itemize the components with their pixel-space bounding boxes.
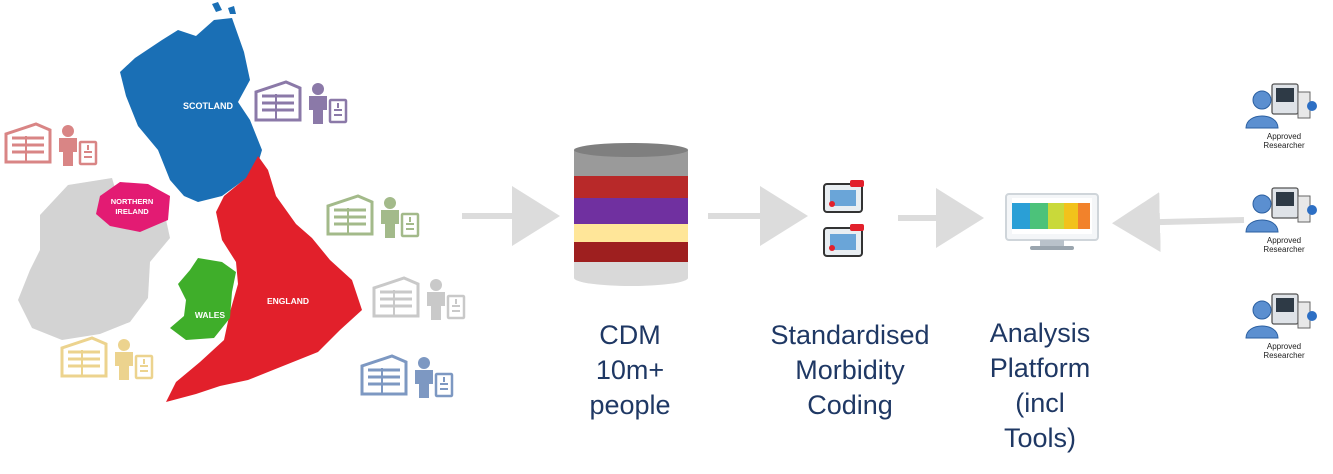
gp-practice-icon [254, 80, 348, 126]
gp-practice-icon [4, 122, 98, 168]
northern-ireland-label-line1: NORTHERN [111, 197, 154, 206]
platform-caption-line: Platform [989, 353, 1091, 383]
gp-practice-icon [360, 354, 454, 400]
researcher-label-line1: Approved [1266, 132, 1302, 141]
coding-caption-line: Standardised [770, 320, 930, 350]
researcher-label: Approved Researcher [1254, 236, 1314, 254]
researcher-label-line2: Researcher [1263, 141, 1305, 150]
gp-practice-icon [60, 336, 154, 382]
gp-practice-icon [326, 194, 420, 240]
coding-caption-line: Coding [807, 390, 893, 420]
england-label: ENGLAND [267, 296, 309, 306]
platform-caption-line: (incl [1015, 388, 1065, 418]
platform-caption: Analysis Platform (incl Tools) [970, 316, 1110, 456]
gp-practice-icon [372, 276, 466, 322]
platform-caption-line: Analysis [989, 318, 1091, 348]
monitor-icon [1005, 193, 1099, 250]
database-cylinder-icon [574, 143, 688, 286]
arrow-researchers-to-platform [1112, 192, 1245, 253]
cdm-caption: CDM 10m+ people [560, 318, 700, 423]
wales-region [170, 258, 236, 340]
researcher-label: Approved Researcher [1254, 132, 1314, 150]
coding-caption: Standardised Morbidity Coding [755, 318, 945, 423]
researcher-icon [1245, 83, 1318, 129]
researcher-label-line2: Researcher [1263, 351, 1305, 360]
england-region [166, 156, 362, 402]
northern-ireland-region [96, 182, 170, 232]
cdm-caption-line: 10m+ [595, 355, 665, 385]
researcher-label: Approved Researcher [1254, 342, 1314, 360]
scotland-label: SCOTLAND [183, 101, 233, 111]
wales-label: WALES [195, 310, 226, 320]
researcher-label-line2: Researcher [1263, 245, 1305, 254]
northern-ireland-label-line2: IRELAND [115, 207, 149, 216]
cdm-caption-line: people [589, 390, 671, 420]
cdm-caption-line: CDM [599, 320, 661, 350]
scotland-region [120, 18, 262, 202]
researcher-icon [1245, 187, 1318, 233]
researcher-label-line1: Approved [1266, 342, 1302, 351]
researcher-label-line1: Approved [1266, 236, 1302, 245]
platform-caption-line: Tools) [1003, 423, 1077, 453]
medical-record-icon [823, 180, 864, 257]
coding-caption-line: Morbidity [795, 355, 905, 385]
researcher-icon [1245, 293, 1318, 339]
